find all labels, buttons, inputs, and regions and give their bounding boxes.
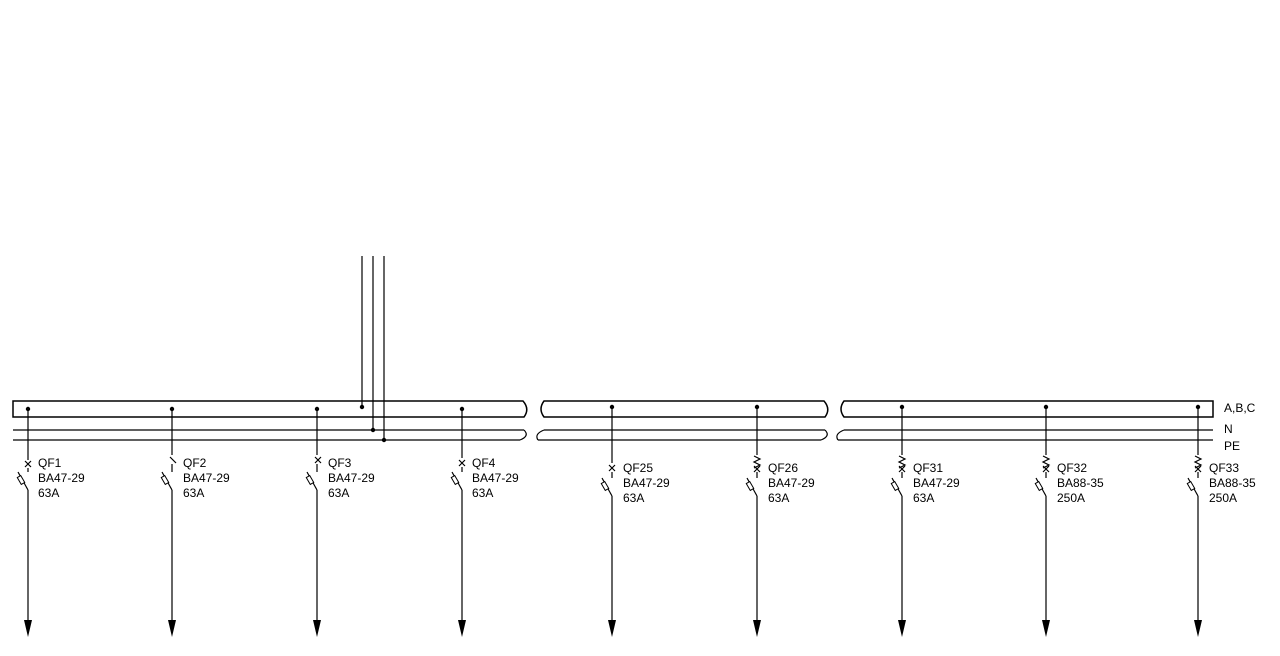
breaker-rating: 250A [1057,491,1085,505]
breaker-name: QF3 [328,456,352,470]
breaker-name: QF4 [472,456,496,470]
feeder-qf32: QF32 BA88-35 250A [1034,404,1104,637]
feeder-qf25: QF25 BA47-29 63A [600,404,670,637]
breaker-type: BA47-29 [38,471,85,485]
bus-label-pe: PE [1224,439,1240,453]
breaker-type: BA47-29 [183,471,230,485]
breaker-type: BA88-35 [1057,476,1104,490]
arrow-down-icon [24,620,32,637]
breaker-type: BA47-29 [472,471,519,485]
bus-label-neutral: N [1224,422,1233,436]
breaker-name: QF31 [913,461,943,475]
trip-cross-icon [314,456,322,464]
trip-cross-icon [24,460,32,468]
breaker-name: QF1 [38,456,62,470]
trip-cross-icon [608,464,616,472]
breaker-type: BA47-29 [328,471,375,485]
arrow-down-icon [1194,620,1202,637]
arrow-down-icon [898,620,906,637]
breaker-rating: 63A [623,491,644,505]
feeder-qf31: QF31 BA47-29 63A [890,404,960,637]
feeder-qf1: QF1 BA47-29 63A [16,406,85,637]
zigzag-release-icon [1041,455,1051,469]
feeder-qf33: QF33 BA88-35 250A [1186,404,1256,637]
arrow-down-icon [1042,620,1050,637]
breaker-name: QF33 [1209,461,1239,475]
thermal-release-icon [16,474,26,486]
feeder-group: QF1 BA47-29 63A QF2 BA47-29 63A [16,404,1256,637]
thermal-release-icon [160,474,170,486]
thermal-release-icon [305,474,315,486]
thermal-release-icon [890,480,900,492]
trip-cross-icon [458,459,466,467]
trip-cross-icon [898,465,906,473]
feeder-qf2: QF2 BA47-29 63A [160,406,230,637]
trip-cross-icon [1042,465,1050,473]
zigzag-release-icon [752,455,762,469]
breaker-rating: 250A [1209,491,1237,505]
breaker-type: BA88-35 [1209,476,1256,490]
incoming-feeder [359,256,387,443]
breaker-name: QF32 [1057,461,1087,475]
busbar-section-2 [540,400,829,418]
zigzag-release-icon [1193,455,1203,469]
thermal-release-icon [1186,480,1196,492]
arrow-down-icon [168,620,176,637]
arrow-down-icon [753,620,761,637]
arrow-down-icon [608,620,616,637]
breaker-name: QF2 [183,456,207,470]
thermal-release-icon [745,480,755,492]
zigzag-release-icon [897,455,907,469]
phase-busbar [12,400,1214,418]
breaker-rating: 63A [768,491,789,505]
breaker-type: BA47-29 [623,476,670,490]
breaker-name: QF26 [768,461,798,475]
breaker-rating: 63A [328,486,349,500]
trip-mark-icon [169,456,177,464]
thermal-release-icon [1034,480,1044,492]
breaker-type: BA47-29 [768,476,815,490]
feeder-qf4: QF4 BA47-29 63A [450,406,519,637]
breaker-type: BA47-29 [913,476,960,490]
arrow-down-icon [458,620,466,637]
breaker-rating: 63A [183,486,204,500]
feeder-qf26: QF26 BA47-29 63A [745,404,815,637]
breaker-name: QF25 [623,461,653,475]
trip-cross-icon [753,465,761,473]
arrow-down-icon [313,620,321,637]
thermal-release-icon [450,474,460,486]
bus-break-marks [519,429,845,441]
busbar-section-3 [840,400,1214,418]
bus-label-phase: A,B,C [1224,401,1256,415]
breaker-rating: 63A [38,486,59,500]
thermal-release-icon [600,480,610,492]
trip-cross-icon [1194,465,1202,473]
busbar-section-1 [12,400,528,418]
feeder-qf3: QF3 BA47-29 63A [305,406,375,637]
breaker-rating: 63A [913,491,934,505]
breaker-rating: 63A [472,486,493,500]
